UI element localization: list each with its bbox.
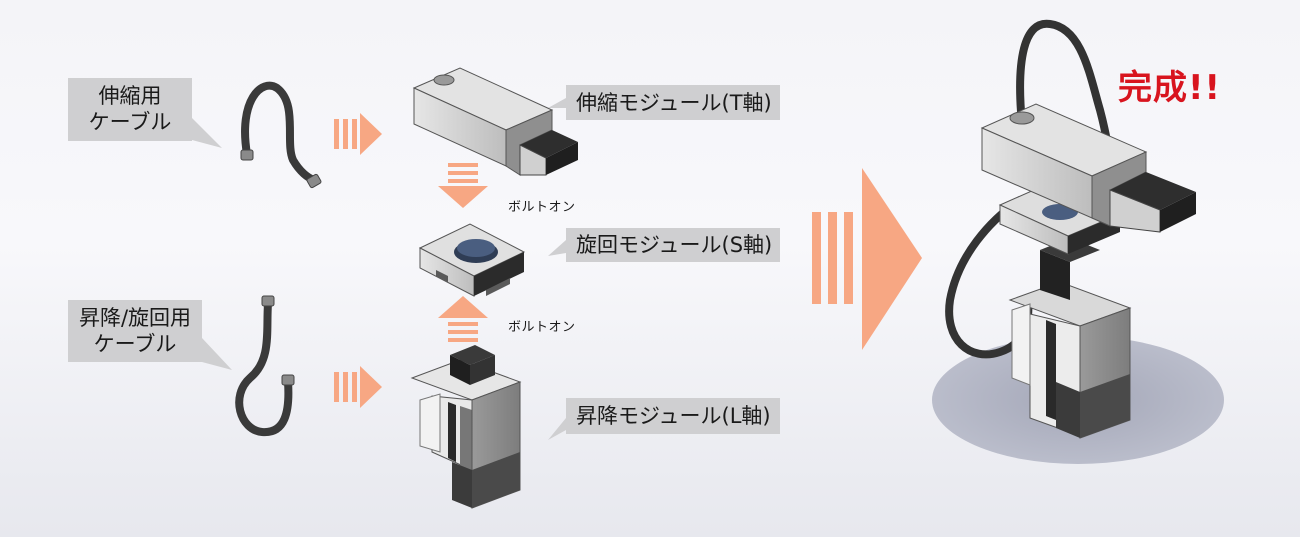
lift-rotate-cable-label-line1: 昇降/旋回用 (78, 306, 192, 330)
callout-extend-module (548, 85, 780, 120)
bolt-on-label-top: ボルトオン (508, 200, 576, 215)
bolt-on-label-bottom: ボルトオン (508, 320, 576, 335)
lift-rotate-cable-label-line2: ケーブル (93, 332, 177, 356)
callout-extend-cable (68, 78, 222, 148)
extend-cable-illustration (240, 81, 322, 189)
arrow-right-bottom (334, 366, 382, 408)
arrow-right-top (334, 113, 382, 155)
extend-module-label: 伸縮モジュール(T軸) (576, 90, 772, 115)
extend-cable-label: 伸縮用 ケーブル (68, 80, 192, 138)
lift-module-illustration (410, 345, 522, 509)
lift-rotate-cable-illustration (235, 295, 295, 437)
callout-rotate-module (548, 228, 780, 262)
extend-cable-label-line1: 伸縮用 (98, 84, 162, 108)
extend-module-illustration (412, 67, 578, 176)
callout-lift-module (548, 398, 780, 440)
lift-rotate-cable-label: 昇降/旋回用 ケーブル (68, 302, 202, 360)
arrow-right-big (812, 168, 922, 350)
arrow-up-bolt-on (438, 296, 488, 342)
complete-label: 完成!! (1118, 68, 1222, 108)
rotate-module-label: 旋回モジュール(S軸) (576, 233, 773, 257)
lift-module-label: 昇降モジュール(L軸) (576, 404, 771, 428)
arrow-down-bolt-on (438, 163, 488, 208)
rotate-module-illustration (418, 223, 526, 297)
extend-cable-label-line2: ケーブル (88, 110, 172, 134)
completed-robot-illustration (932, 19, 1224, 464)
callout-lift-rotate-cable (68, 300, 232, 370)
